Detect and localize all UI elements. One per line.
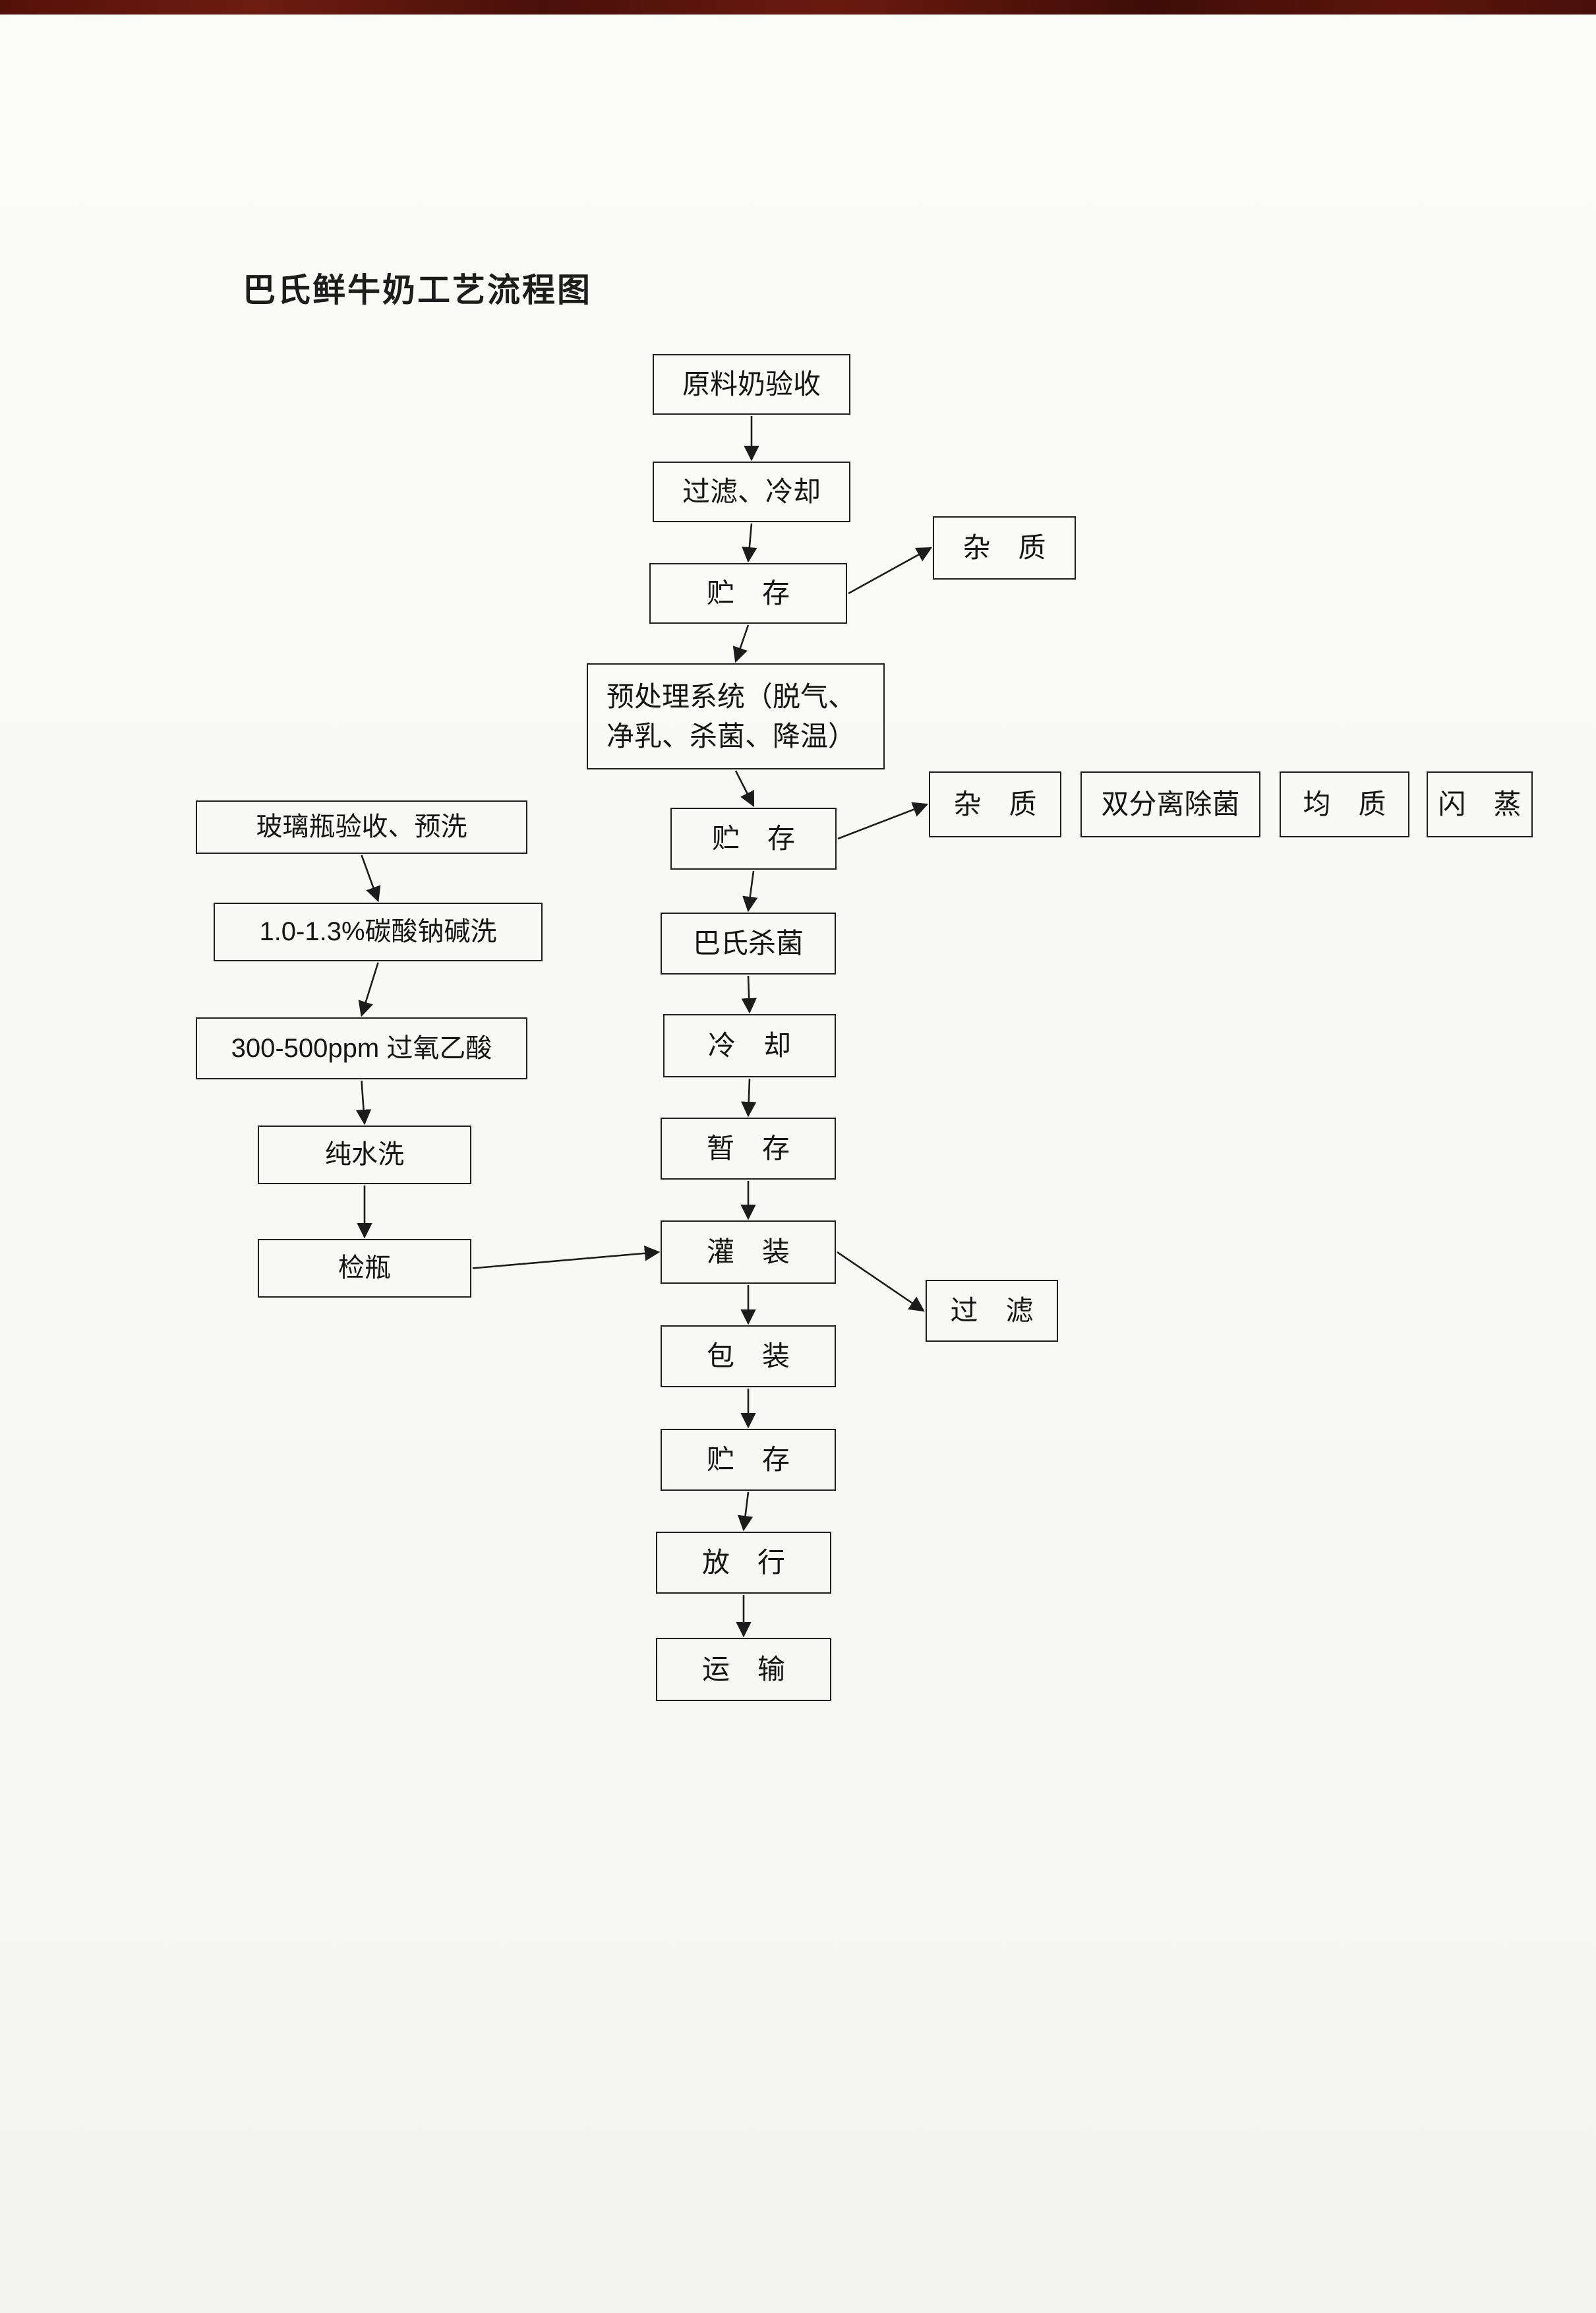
node-label: 均 质 <box>1303 789 1386 820</box>
flow-node-storage-3: 贮 存 <box>661 1429 836 1491</box>
flow-node-transport: 运 输 <box>656 1638 831 1701</box>
flow-node-flash-evaporation: 闪 蒸 <box>1427 771 1533 837</box>
flow-node-filling: 灌 装 <box>661 1220 836 1284</box>
flow-node-storage-2: 贮 存 <box>670 808 837 870</box>
node-label: 杂 质 <box>962 532 1046 564</box>
node-label: 杂 质 <box>953 789 1037 820</box>
flow-node-filter-side: 过 滤 <box>926 1280 1058 1342</box>
flow-node-cooling: 冷 却 <box>663 1014 836 1077</box>
flow-node-temporary-storage: 暂 存 <box>661 1118 836 1180</box>
flow-node-pretreatment-system: 预处理系统（脱气、 净乳、杀菌、降温） <box>587 663 885 769</box>
node-label: 双分离除菌 <box>1101 789 1240 820</box>
flow-node-bottle-inspection: 检瓶 <box>258 1239 471 1298</box>
flow-node-bottle-acceptance-prewash: 玻璃瓶验收、预洗 <box>196 800 527 854</box>
flow-node-alkali-wash: 1.0-1.3%碳酸钠碱洗 <box>214 903 543 961</box>
node-label: 闪 蒸 <box>1438 789 1522 820</box>
flow-node-pure-water-wash: 纯水洗 <box>258 1126 471 1184</box>
node-label: 检瓶 <box>338 1253 391 1283</box>
node-label: 贮 存 <box>706 1444 790 1476</box>
node-label: 贮 存 <box>711 823 795 855</box>
node-label: 包 装 <box>706 1340 790 1372</box>
node-label: 预处理系统（脱气、 净乳、杀菌、降温） <box>606 680 856 752</box>
flow-node-peracetic-acid: 300-500ppm 过氧乙酸 <box>196 1017 527 1079</box>
node-label: 灌 装 <box>706 1236 790 1268</box>
node-label: 放 行 <box>701 1547 785 1578</box>
node-label: 暂 存 <box>706 1133 790 1164</box>
node-label: 冷 却 <box>707 1030 791 1062</box>
flow-node-pasteurization: 巴氏杀菌 <box>661 913 836 975</box>
node-label: 纯水洗 <box>325 1140 404 1170</box>
flow-node-dual-separation-sterilize: 双分离除菌 <box>1080 771 1260 837</box>
node-label: 过滤、冷却 <box>682 476 821 508</box>
node-label: 贮 存 <box>706 578 790 609</box>
node-label: 运 输 <box>701 1654 785 1685</box>
scan-edge-artifact <box>0 0 1596 15</box>
flow-node-impurity-2: 杂 质 <box>929 771 1061 837</box>
flow-node-homogenize: 均 质 <box>1280 771 1409 837</box>
flow-node-packaging: 包 装 <box>661 1325 836 1387</box>
flow-node-impurity-1: 杂 质 <box>933 516 1076 580</box>
flow-node-raw-milk-acceptance: 原料奶验收 <box>653 354 850 415</box>
node-label: 300-500ppm 过氧乙酸 <box>231 1033 492 1063</box>
flow-node-release: 放 行 <box>656 1532 831 1594</box>
node-label: 巴氏杀菌 <box>692 928 804 959</box>
diagram-title: 巴氏鲜牛奶工艺流程图 <box>243 272 592 309</box>
flow-node-filter-cool: 过滤、冷却 <box>653 462 850 522</box>
flow-node-storage-1: 贮 存 <box>649 563 847 624</box>
node-label: 玻璃瓶验收、预洗 <box>256 812 467 842</box>
node-label: 原料奶验收 <box>682 369 821 400</box>
node-label: 1.0-1.3%碳酸钠碱洗 <box>259 917 497 947</box>
node-label: 过 滤 <box>950 1295 1034 1327</box>
